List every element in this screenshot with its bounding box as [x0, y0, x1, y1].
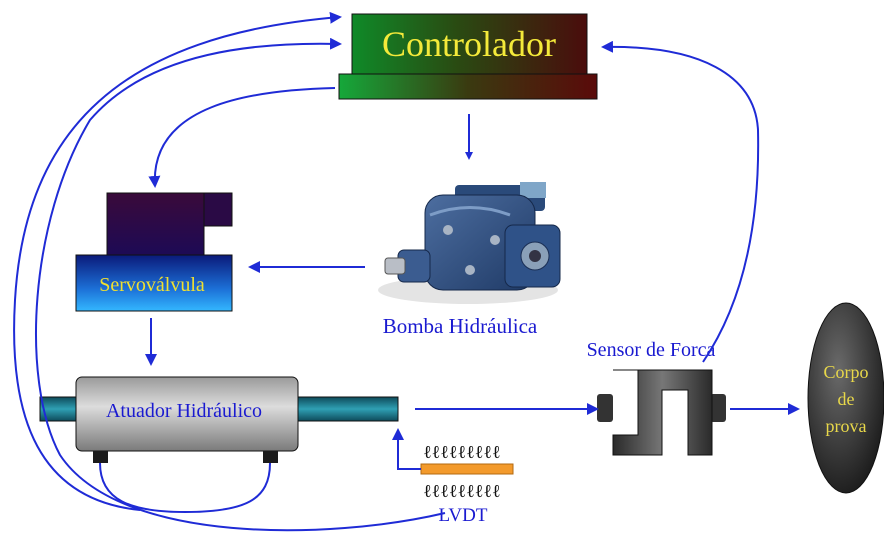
lvdt-coil-bottom: ℓℓℓℓℓℓℓℓℓ: [423, 481, 501, 501]
servo-valve-body: [75, 254, 233, 312]
hydraulic-pump-image: [378, 182, 561, 304]
pump-label: Bomba Hidráulica: [383, 314, 538, 338]
specimen-label-line1: Corpo: [824, 362, 869, 382]
controller-body: [351, 13, 588, 75]
specimen: Corpo de prova: [807, 302, 884, 494]
lvdt-coil-top: ℓℓℓℓℓℓℓℓℓ: [423, 442, 501, 462]
lvdt-core: [420, 463, 514, 475]
hydraulic-actuator: Atuador Hidráulico: [39, 376, 399, 463]
arrow-lvdt-to-actuator: [392, 428, 421, 470]
actuator-port-left: [93, 451, 108, 463]
specimen-label-line2: de: [838, 389, 855, 409]
controller-label: Controlador: [382, 24, 556, 64]
arrow-controller-to-servo: [148, 87, 336, 188]
arrow-sensor-to-controller: [601, 40, 760, 363]
force-sensor: [597, 369, 726, 456]
force-sensor-label: Sensor de Forca: [587, 339, 716, 361]
controller-block: Controlador: [338, 13, 598, 100]
lvdt-label: LVDT: [439, 505, 488, 526]
servo-valve-cap: [203, 192, 233, 227]
lvdt-sensor: ℓℓℓℓℓℓℓℓℓ ℓℓℓℓℓℓℓℓℓ LVDT: [420, 442, 514, 526]
controller-base: [338, 73, 598, 100]
actuator-cylinder: [75, 376, 299, 452]
arrow-feedback-lvdt: [35, 37, 446, 532]
servo-valve-label: Servoválvula: [99, 274, 205, 296]
arrow-feedback-outer: [13, 11, 342, 511]
servo-valve-top: [106, 192, 205, 256]
servo-valve-block: Servoválvula: [75, 192, 233, 312]
force-sensor-body: [612, 369, 713, 456]
specimen-label-line3: prova: [826, 416, 867, 436]
hydraulic-line-ports: [99, 462, 271, 514]
actuator-rod-right: [297, 396, 399, 422]
specimen-body: [807, 302, 884, 494]
signal-arrows: [13, 11, 800, 532]
actuator-port-right: [263, 451, 278, 463]
actuator-rod-left: [39, 396, 81, 422]
actuator-label: Atuador Hidráulico: [106, 400, 262, 422]
